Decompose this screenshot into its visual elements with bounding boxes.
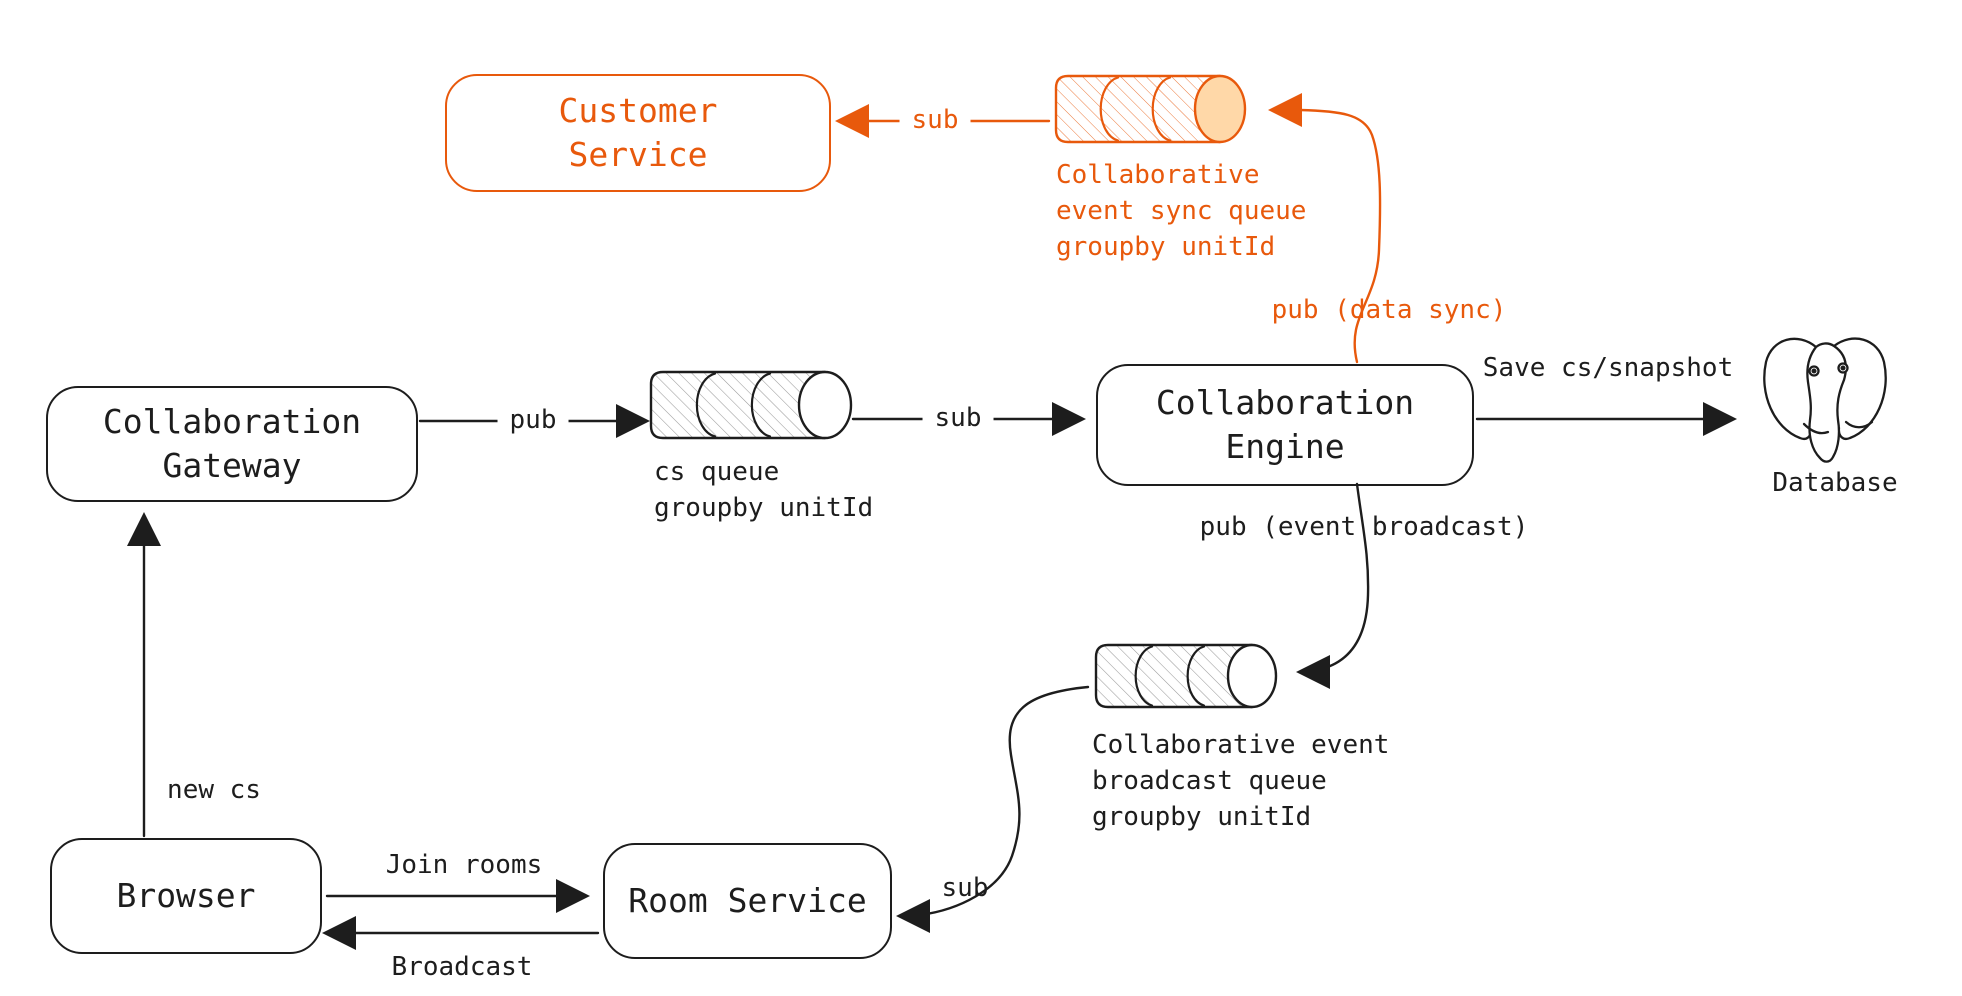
node-collaboration-gateway: Collaboration Gateway (46, 386, 418, 502)
edge-label-sub-room-service: sub (941, 873, 989, 904)
arrowhead-pub-data-sync (1268, 93, 1302, 127)
node-room-service: Room Service (603, 843, 892, 959)
elephant-left-pupil (1811, 368, 1817, 374)
edge-pub-event-broadcast (1310, 482, 1370, 673)
queue-event-sync (1054, 74, 1247, 144)
queue-event-broadcast (1094, 643, 1278, 709)
edge-label-pub-event-broadcast: pub (event broadcast) (1199, 512, 1529, 543)
edge-label-pub-data-sync: pub (data sync) (1271, 295, 1507, 326)
edge-label-join-rooms: Join rooms (385, 850, 543, 881)
arrowhead-sub-customer-service (835, 104, 869, 138)
database-label: Database (1772, 468, 1898, 498)
edge-label-save-snapshot: Save cs/snapshot (1482, 353, 1734, 384)
arrowhead-sub-engine (1052, 402, 1086, 436)
postgresql-elephant-icon (1763, 337, 1887, 463)
arrowhead-join-rooms (556, 879, 590, 913)
edge-label-sub-customer-service: sub (899, 103, 971, 139)
node-browser: Browser (50, 838, 322, 954)
edge-label-new-cs: new cs (167, 775, 261, 806)
arrowhead-save-snapshot (1703, 402, 1737, 436)
node-collaboration-engine: Collaboration Engine (1096, 364, 1474, 486)
queue-event-sync-label: Collaborative event sync queue groupby u… (1056, 160, 1307, 262)
elephant-left-tusk (1802, 422, 1830, 435)
edge-label-pub: pub (497, 403, 569, 439)
elephant-right-ear (1832, 337, 1887, 440)
elephant-left-ear (1763, 337, 1818, 440)
elephant-right-pupil (1840, 365, 1846, 371)
edge-sub-queue-to-room-service (918, 685, 1090, 917)
arrowhead-pub (616, 404, 650, 438)
edge-label-sub-engine: sub (922, 401, 994, 437)
arrowhead-new-cs (127, 512, 161, 546)
arrowhead-pub-event-broadcast (1296, 655, 1330, 689)
node-customer-service: Customer Service (445, 74, 831, 192)
edge-label-broadcast: Broadcast (391, 952, 533, 983)
queue-cs-label: cs queue groupby unitId (654, 457, 874, 523)
elephant-right-tusk (1844, 420, 1874, 429)
arrowhead-broadcast (322, 916, 356, 950)
edge-pub-data-sync (1298, 108, 1382, 364)
queue-event-broadcast-label: Collaborative event broadcast queue grou… (1092, 730, 1390, 832)
arrowhead-sub-room-service (896, 899, 930, 933)
queue-cs (649, 370, 853, 440)
